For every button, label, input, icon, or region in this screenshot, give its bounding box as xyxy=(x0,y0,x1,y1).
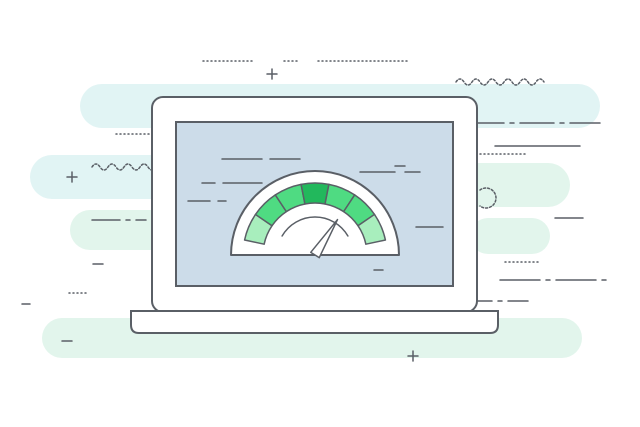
squiggle-line xyxy=(455,78,545,86)
squiggle-line xyxy=(479,187,497,209)
gauge-segment xyxy=(300,182,330,205)
plus-icon xyxy=(66,171,78,183)
squiggle-line xyxy=(91,163,157,171)
cloud-left xyxy=(30,155,190,199)
gauge-inner-arc xyxy=(281,216,349,237)
plus-icon xyxy=(407,350,419,362)
gauge-needle xyxy=(310,218,339,259)
cloud-right-mid xyxy=(470,218,550,254)
gauge-dial xyxy=(230,170,400,256)
plus-icon xyxy=(266,68,278,80)
laptop-base xyxy=(130,310,499,334)
speedometer-gauge xyxy=(230,170,400,259)
screen-speed-lines xyxy=(187,158,444,271)
gauge-segment xyxy=(357,213,387,245)
